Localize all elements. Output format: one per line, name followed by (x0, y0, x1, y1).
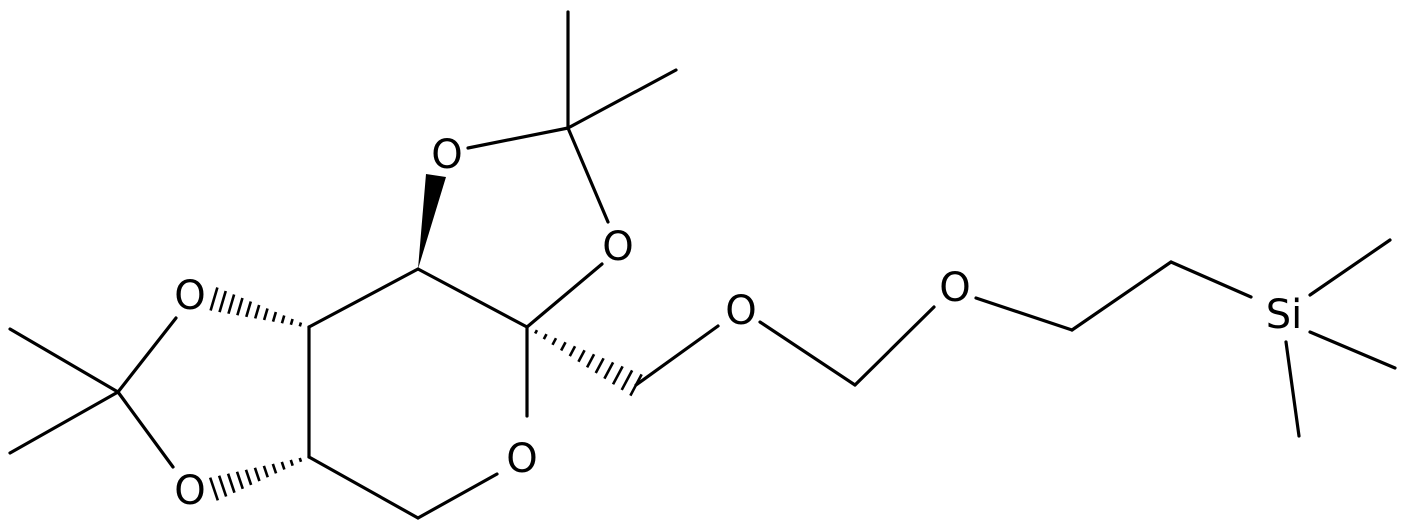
bond-methyl-left-b (8, 390, 120, 455)
hash-stroke (208, 477, 220, 501)
hash-stroke (603, 361, 615, 380)
bond-si-methyl-b (1308, 330, 1397, 370)
hash-stroke (271, 463, 278, 474)
hash-bond-c6-o4 (208, 457, 303, 501)
hash-stroke (262, 308, 269, 321)
atom-o2: O (602, 224, 633, 270)
bond-cq-left-o4 (116, 390, 175, 469)
hash-stroke (298, 457, 303, 463)
atom-o6: O (725, 288, 756, 334)
hash-stroke (245, 301, 253, 318)
bond-methyl-top-b (566, 68, 678, 130)
hash-stroke (244, 469, 253, 486)
hash-stroke (280, 315, 286, 324)
bond-ch2-ch2 (1070, 260, 1173, 332)
bond-si-methyl-c (1284, 340, 1301, 438)
bond-c4-c5 (307, 267, 420, 329)
hash-stroke (271, 311, 278, 322)
atom-labels: O O O O O O O Si (174, 132, 1302, 514)
bond-cq-top-o2 (566, 126, 610, 224)
hash-stroke (209, 287, 219, 311)
bond-o7-ch2 (974, 296, 1074, 332)
hash-stroke (218, 290, 227, 313)
hash-bond-c1-ch2 (534, 329, 643, 397)
hash-stroke (594, 357, 605, 374)
atom-o4: O (174, 468, 205, 514)
hash-stroke (227, 294, 236, 315)
bond-o6-ch2 (758, 320, 857, 387)
hash-stroke (611, 365, 624, 385)
hash-stroke (262, 465, 269, 478)
bond-c1-c4 (416, 267, 529, 329)
hash-stroke (577, 349, 586, 363)
hash-stroke (542, 333, 548, 340)
hash-stroke (253, 304, 261, 319)
hash-stroke (236, 297, 244, 316)
hash-stroke (217, 475, 228, 497)
hash-stroke (226, 473, 236, 494)
atom-si: Si (1266, 292, 1303, 338)
atom-o1: O (431, 132, 462, 178)
hash-bond-c5-o3 (209, 287, 303, 327)
hash-stroke (280, 461, 286, 470)
hash-stroke (585, 353, 596, 368)
hash-stroke (629, 373, 643, 397)
hash-stroke (298, 322, 303, 327)
hash-stroke (620, 369, 634, 391)
bonds (8, 10, 1397, 520)
hash-stroke (551, 337, 558, 346)
hash-stroke (534, 329, 539, 335)
bond-o3-cq-left (116, 316, 178, 394)
bond-ch2-si (1169, 260, 1253, 299)
hash-stroke (253, 467, 261, 482)
atom-o3: O (174, 273, 205, 319)
bond-c6-ch2 (307, 455, 420, 520)
bond-ch2-o7 (853, 305, 936, 387)
bond-methyl-left-a (8, 327, 120, 394)
hash-stroke (289, 459, 294, 467)
atom-o7: O (939, 265, 970, 311)
bond-si-methyl-a (1308, 238, 1392, 297)
hash-stroke (289, 318, 294, 326)
bond-ch2-o5 (416, 472, 499, 520)
bond-o2-c1 (525, 262, 604, 329)
bond-ch2-o6 (634, 324, 720, 387)
hash-stroke (568, 345, 577, 357)
atom-o5: O (506, 436, 537, 482)
hash-stroke (235, 471, 245, 490)
wedge-bond-c4-o1 (418, 174, 446, 269)
hash-stroke (559, 341, 567, 352)
bond-cq-top-o1 (466, 126, 570, 150)
